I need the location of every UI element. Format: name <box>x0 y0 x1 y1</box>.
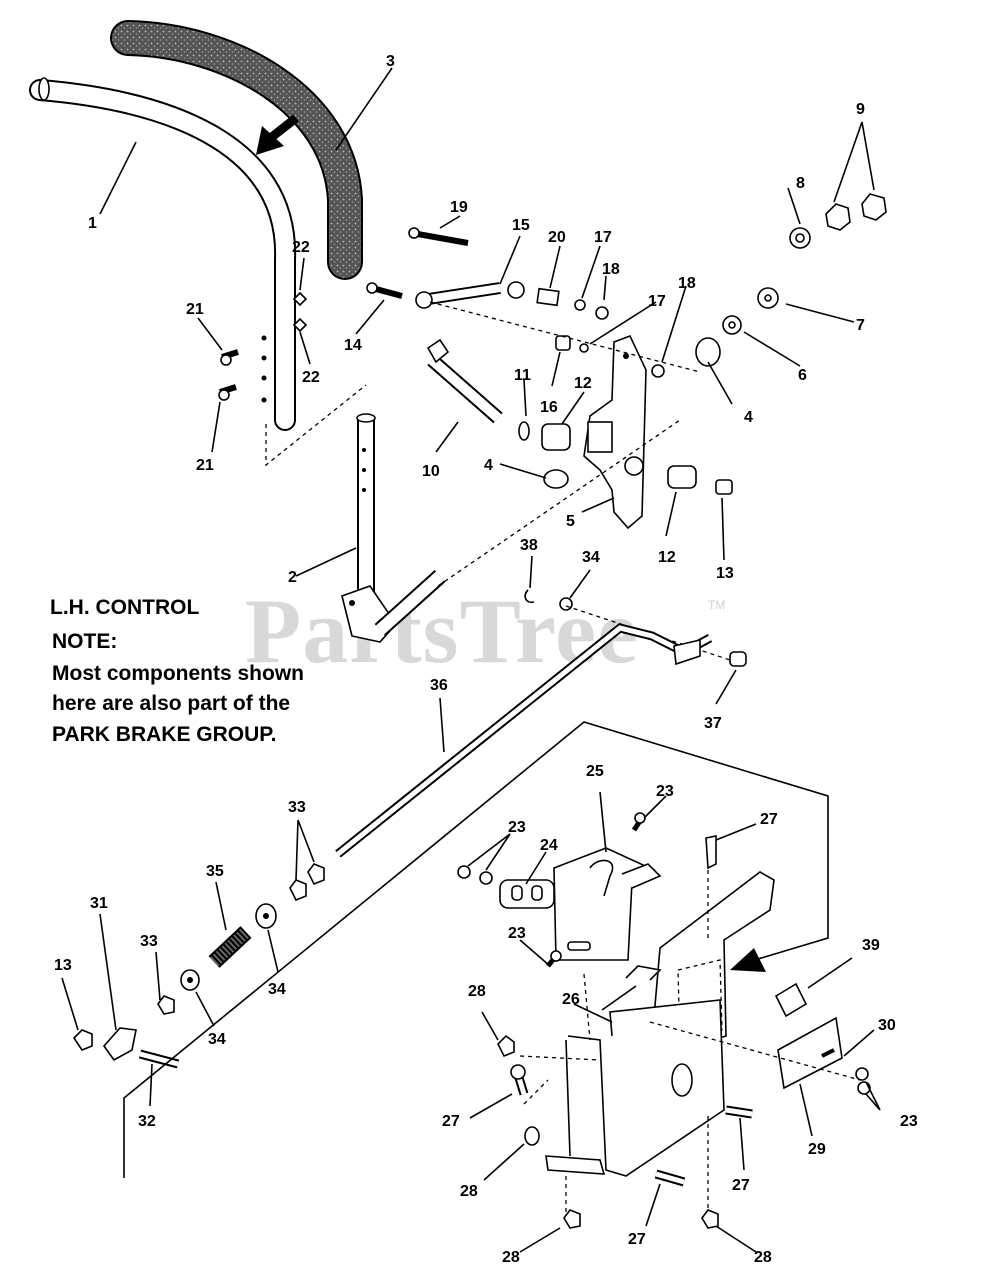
callout-6: 6 <box>798 367 807 384</box>
assembly-line <box>437 419 681 587</box>
callout-39: 39 <box>862 937 880 954</box>
callout-19: 19 <box>450 199 468 216</box>
callout-28a: 28 <box>468 983 486 1000</box>
note-heading: NOTE: <box>52 630 118 653</box>
callout-27a: 27 <box>760 811 778 828</box>
callout-11: 11 <box>514 367 531 384</box>
assembly-line <box>265 384 367 467</box>
callout-28d: 28 <box>754 1249 772 1266</box>
note-line-3: PARK BRAKE GROUP. <box>52 723 277 746</box>
callout-23c: 23 <box>508 925 526 942</box>
callout-2: 2 <box>288 569 297 586</box>
callout-17b: 17 <box>648 293 666 310</box>
callout-28b: 28 <box>460 1183 478 1200</box>
lower-left-hardware <box>72 863 325 1069</box>
callout-34c: 34 <box>208 1031 226 1048</box>
callout-5: 5 <box>566 513 575 530</box>
callout-9: 9 <box>856 101 865 118</box>
callout-4b: 4 <box>484 457 493 474</box>
callout-36: 36 <box>430 677 448 694</box>
callout-37: 37 <box>704 715 722 732</box>
callout-35: 35 <box>206 863 224 880</box>
callout-22b: 22 <box>302 369 320 386</box>
callout-23d: 23 <box>900 1113 918 1130</box>
callout-10: 10 <box>422 463 440 480</box>
callout-4a: 4 <box>744 409 753 426</box>
assembly-line <box>523 1079 549 1105</box>
group-outline <box>123 721 829 1178</box>
callout-18a: 18 <box>602 261 620 278</box>
callout-32: 32 <box>138 1113 156 1130</box>
callout-15: 15 <box>512 217 530 234</box>
assembly-line <box>583 973 591 1041</box>
callout-26: 26 <box>562 991 580 1008</box>
hand-grip-foam-part <box>110 20 363 280</box>
callout-20: 20 <box>548 229 566 246</box>
callout-13a: 13 <box>54 957 72 974</box>
control-rod-part <box>335 623 747 858</box>
callout-21b: 21 <box>196 457 214 474</box>
callout-24: 24 <box>540 837 558 854</box>
assembly-line <box>429 301 701 373</box>
note-title: L.H. CONTROL <box>50 596 200 619</box>
callout-27d: 27 <box>628 1231 646 1248</box>
callout-3: 3 <box>386 53 395 70</box>
callout-8: 8 <box>796 175 805 192</box>
callout-28c: 28 <box>502 1249 520 1266</box>
callout-13b: 13 <box>716 565 734 582</box>
assembly-line <box>519 1055 601 1061</box>
callout-34b: 34 <box>268 981 286 998</box>
callout-18b: 18 <box>678 275 696 292</box>
callout-7: 7 <box>856 317 865 334</box>
callout-12a: 12 <box>574 375 592 392</box>
callout-31: 31 <box>90 895 108 912</box>
callout-labels: 1 2 3 4 4 5 6 7 8 9 10 11 12 12 13 13 14… <box>54 53 918 1266</box>
callout-27b: 27 <box>442 1113 460 1130</box>
callout-23b: 23 <box>508 819 526 836</box>
callout-33b: 33 <box>140 933 158 950</box>
watermark-tm: TM <box>708 598 726 612</box>
brake-bracket-assembly <box>457 812 871 1229</box>
callout-16: 16 <box>540 399 558 416</box>
callout-leaders <box>61 67 881 1253</box>
callout-38: 38 <box>520 537 538 554</box>
control-handle-part <box>29 77 297 431</box>
callout-21a: 21 <box>186 301 204 318</box>
callout-17a: 17 <box>594 229 612 246</box>
group-arrow <box>730 948 766 972</box>
callout-23a: 23 <box>656 783 674 800</box>
callout-30: 30 <box>878 1017 896 1034</box>
callout-12b: 12 <box>658 549 676 566</box>
callout-29: 29 <box>808 1141 826 1158</box>
linkage-parts <box>218 193 887 611</box>
install-direction-arrow <box>256 114 299 155</box>
note-line-1: Most components shown <box>52 662 304 685</box>
callout-27c: 27 <box>732 1177 750 1194</box>
callout-34a: 34 <box>582 549 600 566</box>
callout-25: 25 <box>586 763 604 780</box>
control-arm-part <box>341 413 446 643</box>
callout-22a: 22 <box>292 239 310 256</box>
note-line-2: here are also part of the <box>52 692 291 715</box>
callout-33a: 33 <box>288 799 306 816</box>
callout-14: 14 <box>344 337 362 354</box>
callout-1: 1 <box>88 215 97 232</box>
